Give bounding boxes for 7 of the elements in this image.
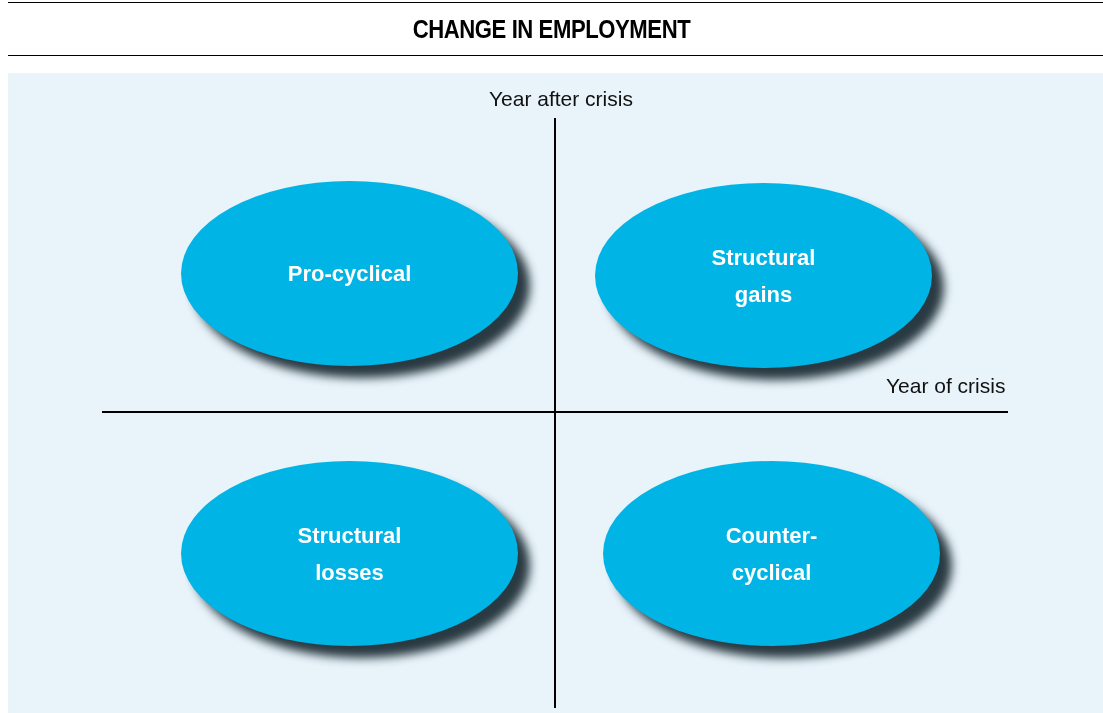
title: CHANGE IN EMPLOYMENT bbox=[411, 14, 692, 45]
ellipse-label: Pro-cyclical bbox=[286, 260, 413, 288]
axis-label: Year after crisis bbox=[489, 87, 633, 111]
axis-label: Year of crisis bbox=[886, 374, 1006, 398]
ellipse-label: Structural gains bbox=[710, 243, 817, 309]
ellipse-label: Counter-cyclical bbox=[724, 521, 819, 587]
ellipse-label: Structural losses bbox=[296, 521, 403, 587]
